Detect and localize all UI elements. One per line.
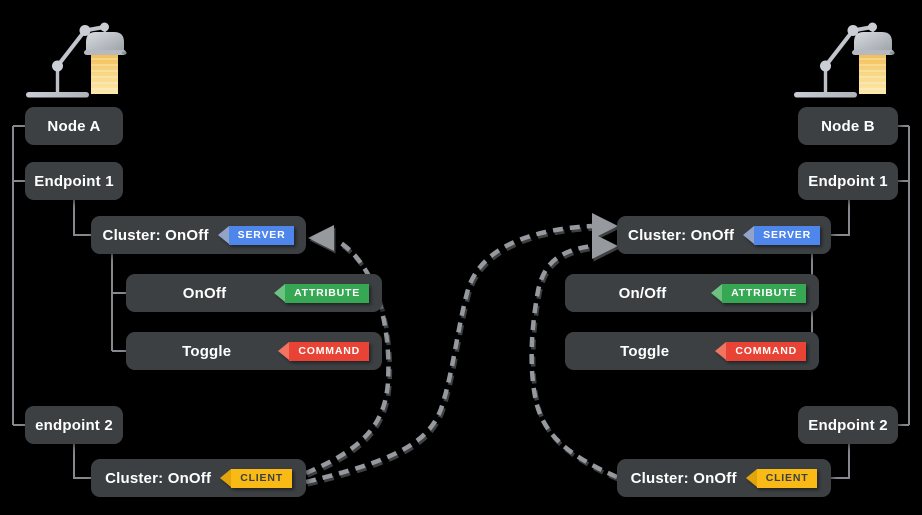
binding-arrows <box>305 223 618 485</box>
node-b-endpoint-2-box: Endpoint 2 <box>798 406 898 444</box>
cluster-label: Cluster: OnOff <box>102 226 209 244</box>
client-badge: CLIENT <box>745 468 818 488</box>
arrow-client-a-to-server-a <box>305 238 391 476</box>
command-label: Toggle <box>620 342 670 360</box>
node-a-command-box: Toggle COMMAND <box>126 332 382 370</box>
arrowhead-into-server-b-2 <box>592 233 618 259</box>
arrow-client-b-to-server-b <box>529 243 618 480</box>
endpoint-2-label: Endpoint 2 <box>808 416 888 434</box>
arrow-client-a-to-server-b <box>305 223 593 485</box>
desk-lamp-icon <box>794 22 895 98</box>
server-badge: SERVER <box>217 225 295 245</box>
node-b-cluster-client-box: Cluster: OnOff CLIENT <box>617 459 831 497</box>
cluster-label: Cluster: OnOff <box>105 469 212 487</box>
node-b-box: Node B <box>798 107 898 145</box>
badge-label: SERVER <box>228 225 295 245</box>
node-a-tree-lines <box>12 125 126 479</box>
desk-lamp-icon <box>26 22 127 98</box>
badge-label: CLIENT <box>756 468 818 488</box>
node-b-command-box: Toggle COMMAND <box>565 332 819 370</box>
endpoint-1-label: Endpoint 1 <box>808 172 888 190</box>
node-b-cluster-server-box: Cluster: OnOff SERVER <box>617 216 831 254</box>
badge-tip-icon <box>745 468 757 487</box>
badge-label: ATTRIBUTE <box>285 283 369 303</box>
cluster-label: Cluster: OnOff <box>630 469 737 487</box>
attribute-label: OnOff <box>182 284 227 302</box>
command-label: Toggle <box>182 342 232 360</box>
arrowheads <box>308 213 620 262</box>
node-a-label: Node A <box>47 117 101 135</box>
arrowhead-into-server-a <box>308 225 334 251</box>
badge-label: CLIENT <box>231 468 292 488</box>
badge-tip-icon <box>217 225 229 244</box>
node-a-cluster-client-box: Cluster: OnOff CLIENT <box>91 459 306 497</box>
node-a-cluster-server-box: Cluster: OnOff SERVER <box>91 216 306 254</box>
badge-tip-icon <box>715 341 727 360</box>
badge-tip-icon <box>711 283 723 302</box>
node-a-box: Node A <box>25 107 123 145</box>
attribute-badge: ATTRIBUTE <box>274 283 369 303</box>
badge-tip-icon <box>274 283 286 302</box>
arrowhead-into-server-b-1 <box>592 213 618 239</box>
attribute-label: On/Off <box>618 284 667 302</box>
node-b-attribute-box: On/Off ATTRIBUTE <box>565 274 819 312</box>
endpoint-2-label: endpoint 2 <box>35 416 113 434</box>
attribute-badge: ATTRIBUTE <box>711 283 806 303</box>
badge-label: COMMAND <box>289 341 369 361</box>
node-a-endpoint-2-box: endpoint 2 <box>25 406 123 444</box>
node-a-attribute-box: OnOff ATTRIBUTE <box>126 274 382 312</box>
badge-label: ATTRIBUTE <box>722 283 806 303</box>
command-badge: COMMAND <box>715 341 806 361</box>
node-a-endpoint-1-box: Endpoint 1 <box>25 162 123 200</box>
client-badge: CLIENT <box>220 468 292 488</box>
cluster-label: Cluster: OnOff <box>628 226 735 244</box>
node-b-endpoint-1-box: Endpoint 1 <box>798 162 898 200</box>
server-badge: SERVER <box>743 225 820 245</box>
badge-tip-icon <box>220 468 232 487</box>
badge-label: COMMAND <box>726 341 806 361</box>
badge-tip-icon <box>278 341 290 360</box>
command-badge: COMMAND <box>278 341 369 361</box>
badge-label: SERVER <box>754 225 820 245</box>
endpoint-1-label: Endpoint 1 <box>34 172 114 190</box>
badge-tip-icon <box>743 225 755 244</box>
node-b-label: Node B <box>821 117 875 135</box>
